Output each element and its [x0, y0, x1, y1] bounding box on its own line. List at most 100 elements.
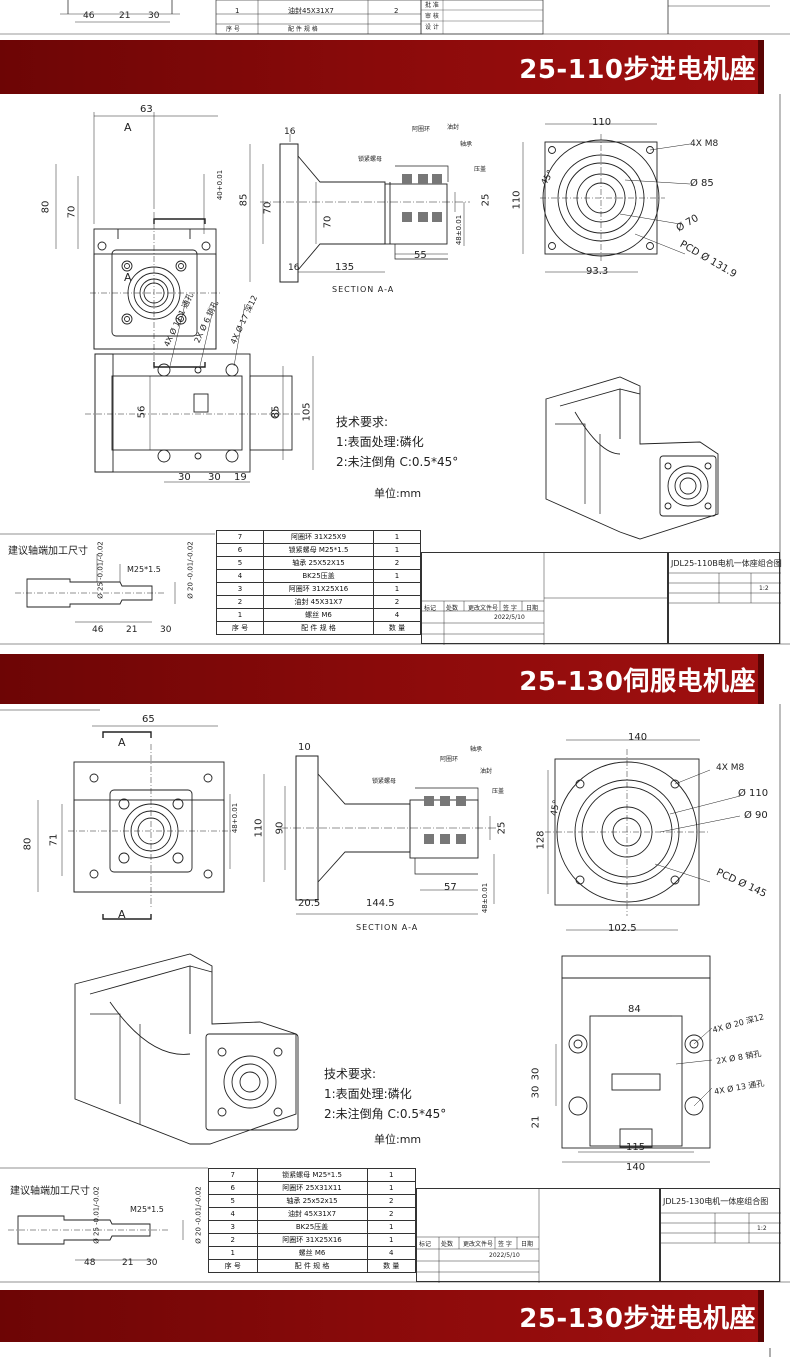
section-dim-85: 85 — [238, 193, 250, 207]
bom-cell-no: 3 — [208, 1220, 258, 1234]
bom-cell-no: 7 — [208, 1168, 258, 1182]
section-dim-135: 135 — [335, 262, 355, 273]
bom-cell-name: 阿圈环 25X31X11 — [256, 1181, 368, 1195]
bom-cell-qty: 1 — [366, 1181, 416, 1195]
s2-tech-line-2: 2:未注倒角 C:0.5*45° — [324, 1107, 447, 1121]
bom-cell-name: 轴承 25X52X15 — [263, 556, 374, 570]
shaft-l46-1: 46 — [92, 625, 104, 635]
section-label-bearing: 轴承 — [460, 141, 473, 148]
section-dim-55: 55 — [414, 250, 427, 261]
front-width-dim: 63 — [140, 104, 153, 115]
title-block-2: 标记 处数 更改文件号 签 字 日期 2022/5/10 — [416, 1188, 660, 1283]
tb2-count: 处数 — [441, 1241, 454, 1248]
top-tb-2: 审 核 — [425, 13, 439, 20]
bom-header-row: 序 号配 件 规 格数 量 — [216, 621, 421, 635]
front-section-mark-bottom: A — [124, 271, 132, 284]
tb1-code: JDL25-110B电机一体座组合图 — [671, 559, 782, 568]
shaft-d25-2: Ø 25 -0.01/-0.02 — [92, 1186, 101, 1244]
s2-bottom-21: 21 — [530, 1115, 542, 1129]
bom-cell-no: 4 — [216, 569, 264, 583]
front-height-80: 80 — [40, 200, 52, 214]
bom-cell-qty: 2 — [366, 1207, 416, 1221]
sheet1-drawing — [0, 94, 790, 645]
bom-cell-qty: 1 — [373, 582, 421, 596]
bom-cell-no: 5 — [216, 556, 264, 570]
tb1-count: 处数 — [446, 605, 459, 612]
s2-front-h80: 80 — [22, 837, 34, 851]
bom-cell-name: 轴承 25x52x15 — [256, 1194, 368, 1208]
s2-section-48: 48±0.01 — [481, 882, 490, 914]
shaft-thread-2: M25*1.5 — [130, 1205, 164, 1214]
shaft-l21-2: 21 — [122, 1258, 134, 1268]
banner-accent-dark — [758, 40, 764, 94]
top-tb-1: 批 准 — [425, 2, 439, 9]
s2-section-90: 90 — [274, 821, 286, 835]
s2-section-caption: SECTION A-A — [356, 923, 419, 932]
section-dim-25: 25 — [480, 193, 492, 207]
bom-cell-name: 螺丝 M6 — [263, 608, 374, 622]
top-dim-30: 30 — [148, 11, 160, 21]
tb2-dt: 日期 — [521, 1241, 534, 1248]
bom-cell-qty: 1 — [373, 543, 421, 557]
tb2-sign: 签 字 — [498, 1241, 512, 1248]
tech-requirements-2: 技术要求: 1:表面处理:磷化 2:未注倒角 C:0.5*45° — [324, 1064, 446, 1124]
top-dim-46: 46 — [83, 11, 95, 21]
banner-accent-white — [764, 654, 790, 704]
front-height-70: 70 — [66, 205, 78, 219]
tb1-dt: 日期 — [526, 605, 539, 612]
bottom-dim-30b: 30 — [208, 472, 221, 483]
s2-tech-line-1: 1:表面处理:磷化 — [324, 1087, 412, 1101]
tech-line-2: 2:未注倒角 C:0.5*45° — [336, 455, 459, 469]
side-width-dim: 110 — [592, 117, 612, 128]
tb2-code: JDL25-130电机一体座组合图 — [663, 1197, 769, 1206]
tech-requirements-1: 技术要求: 1:表面处理:磷化 2:未注倒角 C:0.5*45° — [336, 412, 458, 472]
bom-cell-no: 3 — [216, 582, 264, 596]
section-label-circlip: 阿圈环 — [412, 126, 431, 133]
title-block-grid-2 — [417, 1189, 540, 1283]
bottom-sheet-fragment — [0, 1342, 790, 1357]
banner-title-2: 25-130伺服电机座 — [519, 666, 756, 697]
bottom-fragment-drawing — [769, 1348, 771, 1357]
tb2-mark: 标记 — [419, 1241, 432, 1248]
s2-side-off: 102.5 — [608, 923, 637, 934]
section-dim-70b: 70 — [322, 215, 334, 229]
bottom-dim-19: 19 — [234, 472, 247, 483]
section-dim-16bot: 16 — [288, 263, 300, 273]
s2-section-110: 110 — [253, 818, 265, 838]
bom-cell-no: 1 — [216, 608, 264, 622]
tb2-doc: 更改文件号 — [463, 1241, 494, 1248]
sheet2-drawing — [0, 704, 790, 1283]
unit-note-1: 单位:mm — [374, 487, 422, 500]
unit-note-2: 单位:mm — [374, 1133, 422, 1146]
shaft-l21-1: 21 — [126, 625, 138, 635]
s2-front-h71: 71 — [48, 833, 60, 847]
bom-cell-name: 锁紧螺母 M25*1.5 — [263, 543, 374, 557]
bom-header-row: 序 号配 件 规 格数 量 — [208, 1259, 416, 1273]
top-dim-21: 21 — [119, 11, 131, 21]
section-label-cover: 压盖 — [474, 166, 487, 173]
bom-cell-qty: 1 — [366, 1168, 416, 1182]
s2-section-57: 57 — [444, 882, 457, 893]
s2-section-label-circlip: 阿圈环 — [440, 756, 459, 763]
bom-cell-name: 锁紧螺母 M25*1.5 — [256, 1168, 368, 1182]
bom-header-no: 序 号 — [208, 1259, 258, 1273]
title-code-block-2: JDL25-130电机一体座组合图 1:2 — [660, 1188, 781, 1282]
banner-title-3: 25-130步进电机座 — [519, 1303, 756, 1334]
side-height-dim: 110 — [511, 190, 523, 210]
s2-bottom-84: 84 — [628, 1004, 641, 1015]
section-caption: SECTION A-A — [332, 285, 395, 294]
s2-bottom-30b: 30 — [530, 1085, 542, 1099]
title-code-block-1: JDL25-110B电机一体座组合图 1:2 — [668, 552, 782, 644]
section-label-nut: 锁紧螺母 — [358, 156, 383, 163]
banner-accent-dark — [758, 654, 764, 704]
section-label-seal: 油封 — [447, 124, 460, 131]
s2-section-10: 10 — [298, 742, 311, 753]
tb1-sign: 签 字 — [503, 605, 517, 612]
title-block-grid-1 — [422, 553, 669, 645]
